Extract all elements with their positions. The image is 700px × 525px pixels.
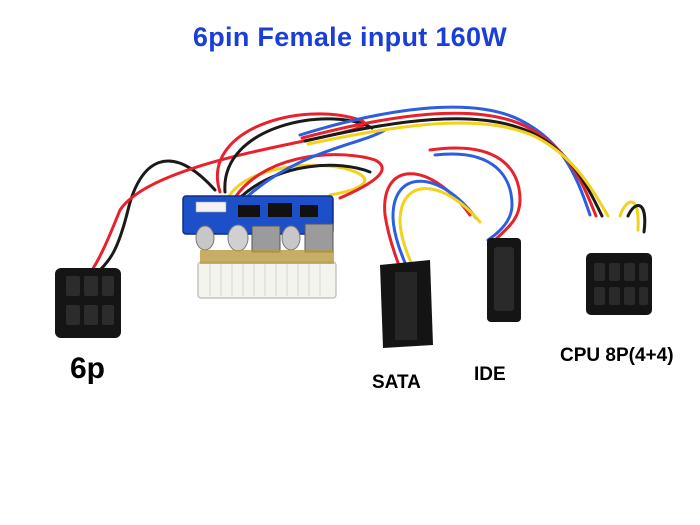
label-6p: 6p xyxy=(70,352,106,385)
label-ide: IDE xyxy=(474,364,506,385)
wire-bundle xyxy=(90,105,647,274)
atx-connector-ribs xyxy=(209,264,321,296)
wire-top-black xyxy=(240,163,372,198)
wire-cpu-blue xyxy=(298,105,592,217)
ide-connector xyxy=(487,238,521,322)
six-pin-connector xyxy=(55,268,121,338)
product-title: 6pin Female input 160W xyxy=(192,22,508,52)
inductor-2 xyxy=(304,223,334,253)
wire-cpu-yellow xyxy=(306,121,610,218)
wire-ide-blue xyxy=(433,152,514,242)
capacitor-3 xyxy=(281,225,301,251)
label-sata: SATA xyxy=(372,372,421,393)
cpu-8pin-connector xyxy=(586,253,652,315)
wire-top-blue xyxy=(246,128,387,198)
wire-cpu-yellow2 xyxy=(618,200,640,232)
board-header xyxy=(195,201,227,213)
wire-sata-blue xyxy=(391,179,478,272)
sata-connector xyxy=(380,260,433,348)
wire-sata-yellow xyxy=(398,187,482,274)
board-chip-2 xyxy=(268,203,292,217)
board-chip-1 xyxy=(238,205,260,217)
atx-connector xyxy=(197,261,337,299)
psu-board xyxy=(182,195,337,299)
label-cpu: CPU 8P(4+4) xyxy=(560,345,674,366)
board-chip-3 xyxy=(300,205,318,217)
capacitor-2 xyxy=(227,224,249,252)
wire-top-red xyxy=(234,153,384,200)
wire-cpu-black2 xyxy=(626,204,647,234)
wire-cpu-red xyxy=(300,111,598,218)
capacitor-1 xyxy=(195,225,215,251)
board-pins xyxy=(200,250,334,264)
inductor-1 xyxy=(251,225,281,253)
wire-cpu-black xyxy=(303,117,604,218)
wire-ide-red xyxy=(428,146,522,242)
